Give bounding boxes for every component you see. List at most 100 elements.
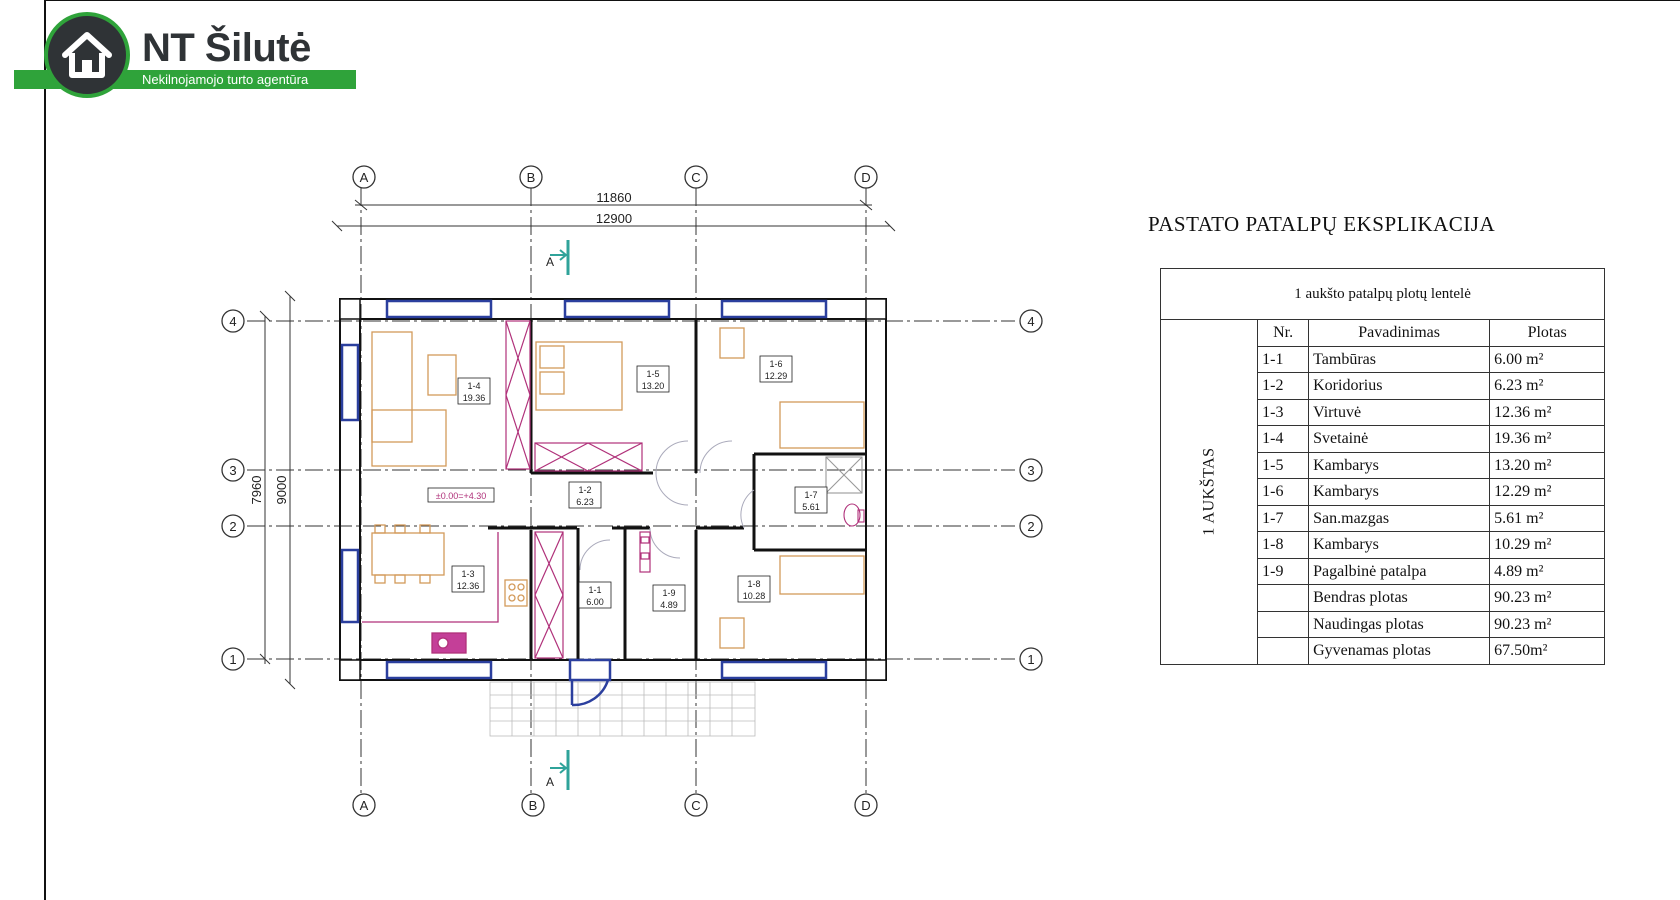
- cell-total-area: 67.50m²: [1489, 637, 1606, 665]
- cell-name: Pagalbinė patalpa: [1308, 557, 1491, 585]
- corner-columns: [339, 298, 887, 681]
- dimension-inner-depth: 7960: [249, 476, 264, 505]
- header-name: Pavadinimas: [1308, 319, 1491, 347]
- axis-label-D-top: D: [861, 170, 870, 185]
- exterior-walls: [339, 298, 887, 681]
- axis-bubbles: [221, 165, 1043, 817]
- room-tag-1-8-area: 10.28: [743, 591, 766, 601]
- room-tag-1-6-area: 12.29: [765, 371, 788, 381]
- axis-label-3-left: 3: [229, 463, 236, 478]
- table-caption: 1 aukšto patalpų plotų lentelė: [1159, 268, 1606, 320]
- room-tag-1-5-id: 1-5: [646, 369, 659, 379]
- dimension-outer-depth: 9000: [274, 476, 289, 505]
- explication-table: 1 aukšto patalpų plotų lentelė 1 AUKŠTAS…: [1159, 268, 1606, 665]
- cell-nr: 1-7: [1257, 504, 1310, 532]
- cell-total-name: Gyvenamas plotas: [1308, 637, 1491, 665]
- cell-name: Virtuvė: [1308, 398, 1491, 426]
- floor-label: 1 AUKŠTAS: [1200, 447, 1218, 536]
- header-area: Plotas: [1489, 319, 1606, 347]
- cell-area: 6.23 m²: [1489, 372, 1606, 400]
- cell-nr: 1-1: [1257, 345, 1310, 373]
- cell-name: Koridorius: [1308, 372, 1491, 400]
- logo-subtitle: Nekilnojamojo turto agentūra: [142, 72, 309, 87]
- company-logo[interactable]: NT Šilutė Nekilnojamojo turto agentūra: [14, 10, 356, 100]
- cell-name: Kambarys: [1308, 531, 1491, 559]
- cell-nr: 1-4: [1257, 425, 1310, 453]
- cell-nr-empty: [1257, 584, 1310, 612]
- room-tag-1-6-id: 1-6: [769, 359, 782, 369]
- interior-walls: [488, 319, 866, 660]
- explication-title: PASTATO PATALPŲ EKSPLIKACIJA: [1148, 212, 1496, 236]
- axis-label-3-right: 3: [1027, 463, 1034, 478]
- room-tag-1-2-area: 6.23: [576, 497, 594, 507]
- room-tag-1-4-id: 1-4: [467, 381, 480, 391]
- cell-total-area: 90.23 m²: [1489, 584, 1606, 612]
- cell-total-area: 90.23 m²: [1489, 610, 1606, 638]
- cell-area: 19.36 m²: [1489, 425, 1606, 453]
- cell-total-name: Naudingas plotas: [1308, 610, 1491, 638]
- cell-name: Tambūras: [1308, 345, 1491, 373]
- section-mark-bottom: A: [546, 750, 570, 790]
- cell-nr: 1-5: [1257, 451, 1310, 479]
- cell-total-name: Bendras plotas: [1308, 584, 1491, 612]
- axis-label-A-bottom: A: [360, 798, 369, 813]
- logo-badge: [44, 12, 130, 98]
- dimension-inner-width: 11860: [596, 190, 631, 205]
- room-tag-1-9-area: 4.89: [660, 600, 678, 610]
- room-tag-1-1-area: 6.00: [586, 597, 604, 607]
- room-tags: [427, 355, 828, 612]
- cell-area: 12.36 m²: [1489, 398, 1606, 426]
- room-tag-1-5-area: 13.20: [642, 381, 665, 391]
- room-tag-1-3-area: 12.36: [457, 581, 480, 591]
- entrance-terrace: [489, 681, 756, 737]
- cell-nr: 1-9: [1257, 557, 1310, 585]
- windows: [340, 299, 828, 680]
- axis-label-2-left: 2: [229, 519, 236, 534]
- cell-nr-empty: [1257, 610, 1310, 638]
- axis-label-D-bottom: D: [861, 798, 870, 813]
- axis-label-C-top: C: [691, 170, 700, 185]
- axis-label-4-left: 4: [229, 314, 236, 329]
- stair-ladder: [639, 531, 651, 573]
- axis-label-1-right: 1: [1027, 652, 1034, 667]
- axis-label-A-top: A: [360, 170, 369, 185]
- section-mark-top: A: [546, 240, 570, 275]
- page-border-top: [44, 0, 1680, 1]
- cell-name: Kambarys: [1308, 478, 1491, 506]
- bathroom-fixtures: [825, 456, 865, 527]
- cell-area: 5.61 m²: [1489, 504, 1606, 532]
- logo-name: NT Šilutė: [142, 26, 311, 70]
- page-border-left: [44, 0, 46, 900]
- room-tag-1-8-id: 1-8: [747, 579, 760, 589]
- house-icon: [62, 32, 112, 78]
- wardrobes: [505, 320, 643, 659]
- cell-area: 10.29 m²: [1489, 531, 1606, 559]
- axis-label-1-left: 1: [229, 652, 236, 667]
- room-tag-1-7-area: 5.61: [802, 502, 820, 512]
- header-nr: Nr.: [1257, 319, 1310, 347]
- cell-name: Svetainė: [1308, 425, 1491, 453]
- dimension-lines: [259, 199, 896, 690]
- cell-nr: 1-2: [1257, 372, 1310, 400]
- cell-name: Kambarys: [1308, 451, 1491, 479]
- axis-label-B-top: B: [527, 170, 536, 185]
- cell-nr-empty: [1257, 637, 1310, 665]
- cell-area: 6.00 m²: [1489, 345, 1606, 373]
- grid-lines: [247, 188, 1015, 795]
- cell-nr: 1-3: [1257, 398, 1310, 426]
- room-tag-1-3-id: 1-3: [461, 569, 474, 579]
- section-label-top: A: [546, 255, 554, 269]
- cell-area: 4.89 m²: [1489, 557, 1606, 585]
- cell-area: 12.29 m²: [1489, 478, 1606, 506]
- room-tag-1-9-id: 1-9: [662, 588, 675, 598]
- dimension-outer-width: 12900: [596, 211, 632, 226]
- axis-label-2-right: 2: [1027, 519, 1034, 534]
- section-label-bottom: A: [546, 775, 554, 789]
